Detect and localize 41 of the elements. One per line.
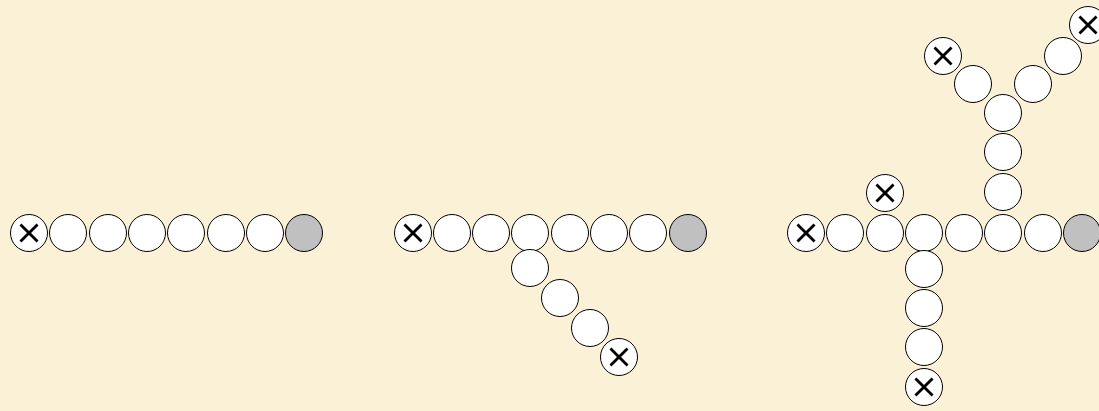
crossed-end-bead	[1069, 6, 1099, 44]
chain-bead	[905, 289, 943, 327]
chain-bead	[1044, 37, 1082, 75]
chain-bead	[945, 214, 983, 252]
chain-bead	[511, 249, 549, 287]
shaded-end-bead	[285, 214, 323, 252]
chain-bead	[826, 214, 864, 252]
chain-bead	[551, 214, 589, 252]
chain-bead	[984, 133, 1022, 171]
chain-bead	[954, 65, 992, 103]
chain-bead	[472, 214, 510, 252]
chain-bead	[984, 173, 1022, 211]
chain-bead	[433, 214, 471, 252]
crossed-end-bead	[924, 37, 962, 75]
chain-bead	[89, 214, 127, 252]
chain-bead	[590, 214, 628, 252]
shaded-end-bead	[669, 214, 707, 252]
chain-bead	[541, 279, 579, 317]
chain-bead	[128, 214, 166, 252]
crossed-end-bead	[905, 368, 943, 406]
chain-bead	[1014, 65, 1052, 103]
crossed-end-bead	[787, 214, 825, 252]
crossed-end-bead	[10, 214, 48, 252]
chain-bead	[49, 214, 87, 252]
chain-bead	[905, 250, 943, 288]
chain-bead	[984, 214, 1022, 252]
chain-bead	[905, 328, 943, 366]
crossed-end-bead	[600, 338, 638, 376]
chain-bead	[571, 309, 609, 347]
chain-bead	[246, 214, 284, 252]
chain-bead	[167, 214, 205, 252]
chain-bead	[984, 94, 1022, 132]
crossed-end-bead	[394, 214, 432, 252]
chain-bead	[629, 214, 667, 252]
chain-bead	[1024, 214, 1062, 252]
shaded-end-bead	[1063, 214, 1099, 252]
chain-bead	[511, 214, 549, 252]
crossed-end-bead	[866, 174, 904, 212]
chain-bead	[207, 214, 245, 252]
chain-bead	[905, 214, 943, 252]
chain-bead	[866, 214, 904, 252]
